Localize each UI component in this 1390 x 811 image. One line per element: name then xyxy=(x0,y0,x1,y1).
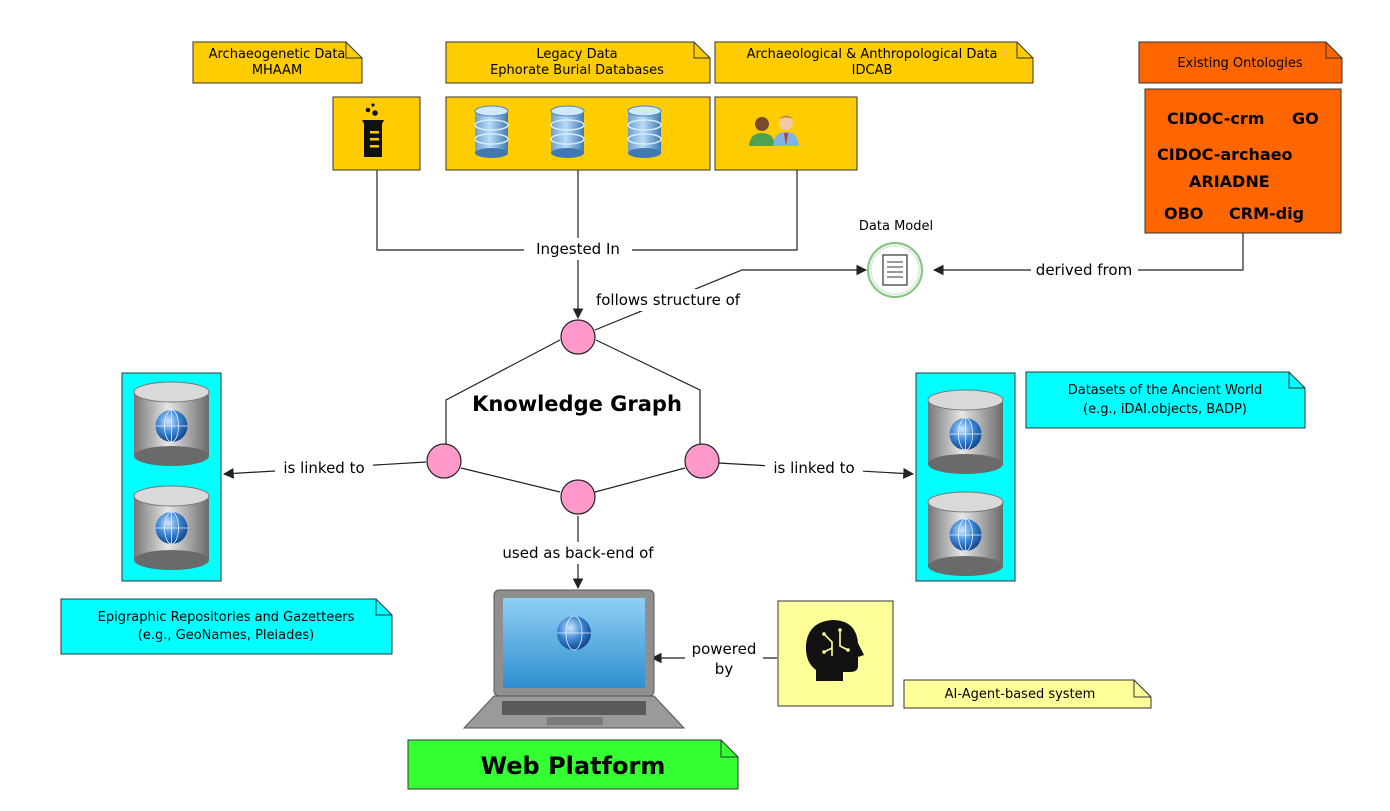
data-model-label: Data Model xyxy=(859,219,933,234)
database-icon xyxy=(550,105,585,158)
ontology-ariadne: ARIADNE xyxy=(1189,172,1270,191)
web-platform-label: Web Platform xyxy=(407,739,739,790)
is-linked-to-right-label: is linked to xyxy=(773,459,854,477)
source-note-legacy: Legacy Data Ephorate Burial Databases xyxy=(445,41,711,84)
left-repository-note: Epigraphic Repositories and Gazetteers (… xyxy=(60,598,393,655)
data-model: Data Model xyxy=(859,219,933,298)
kg-node-left xyxy=(426,443,462,479)
people-icon xyxy=(749,115,799,146)
knowledge-graph: Knowledge Graph xyxy=(426,319,720,515)
source-note-archaeogenetic: Archaeogenetic Data MHAAM xyxy=(192,41,363,84)
anthropological-box xyxy=(714,96,858,171)
legacy-subtitle: Ephorate Burial Databases xyxy=(490,63,664,78)
right-repository-note: Datasets of the Ancient World (e.g., iDA… xyxy=(1025,371,1306,429)
legacy-title: Legacy Data xyxy=(536,47,617,62)
kg-node-right xyxy=(684,443,720,479)
derived-from-label: derived from xyxy=(1036,261,1132,279)
right-repository xyxy=(915,372,1016,582)
archaeogenetic-title: Archaeogenetic Data xyxy=(209,47,346,62)
kg-edge-top-right xyxy=(595,339,701,444)
ontologies-note: Existing Ontologies xyxy=(1138,41,1343,84)
ingested-in-label: Ingested In xyxy=(536,240,620,258)
ontology-obo: OBO xyxy=(1164,204,1203,223)
left-repository-examples: (e.g., GeoNames, Pleiades) xyxy=(138,628,314,643)
beaker-icon xyxy=(362,103,384,157)
is-linked-to-left-label: is linked to xyxy=(283,459,364,477)
ai-head-icon xyxy=(805,620,864,681)
database-icon xyxy=(627,105,662,158)
globe-database-icon xyxy=(133,381,210,466)
laptop-icon xyxy=(462,589,686,729)
ai-agent-note: AI-Agent-based system xyxy=(903,679,1152,709)
archaeogenetic-subtitle: MHAAM xyxy=(252,63,302,78)
powered-label-line1: powered xyxy=(692,640,757,658)
document-icon xyxy=(867,242,923,298)
legacy-box xyxy=(445,96,711,171)
edge-labels: Ingested In follows structure of derived… xyxy=(275,238,1138,680)
ontology-cidoc-crm: CIDOC-crm xyxy=(1167,109,1264,128)
kg-edge-right-bottom xyxy=(594,467,686,493)
right-repository-title: Datasets of the Ancient World xyxy=(1068,383,1263,398)
anthropological-subtitle: IDCAB xyxy=(852,63,893,78)
ontology-cidoc-archaeo: CIDOC-archaeo xyxy=(1157,145,1293,164)
ontologies-title: Existing Ontologies xyxy=(1177,56,1303,71)
anthropological-title: Archaeological & Anthropological Data xyxy=(747,47,998,62)
follows-structure-label: follows structure of xyxy=(596,291,741,309)
ontology-go: GO xyxy=(1292,109,1319,128)
ai-agent-label: AI-Agent-based system xyxy=(945,687,1096,702)
globe-database-icon xyxy=(927,389,1004,474)
globe-database-icon xyxy=(927,491,1004,576)
left-repository-title: Epigraphic Repositories and Gazetteers xyxy=(98,610,355,625)
globe-database-icon xyxy=(133,485,210,570)
ai-agent-box xyxy=(777,600,894,707)
source-note-anthropological: Archaeological & Anthropological Data ID… xyxy=(714,41,1034,84)
kg-edge-left-bottom xyxy=(460,467,561,493)
archaeogenetic-box xyxy=(332,96,421,171)
web-platform-title: Web Platform xyxy=(481,752,666,780)
left-repository xyxy=(121,372,222,582)
ontology-crm-dig: CRM-dig xyxy=(1229,204,1304,223)
kg-node-bottom xyxy=(560,479,596,515)
kg-node-top xyxy=(560,319,596,355)
knowledge-graph-title: Knowledge Graph xyxy=(472,392,682,416)
right-repository-examples: (e.g., iDAI.objects, BADP) xyxy=(1083,402,1247,417)
powered-label-line2: by xyxy=(715,660,734,678)
used-as-backend-label: used as back-end of xyxy=(502,544,654,562)
kg-edge-top-left xyxy=(445,339,561,444)
database-icon xyxy=(474,105,509,158)
ontologies-box: CIDOC-crm GO CIDOC-archaeo ARIADNE OBO C… xyxy=(1144,88,1342,234)
